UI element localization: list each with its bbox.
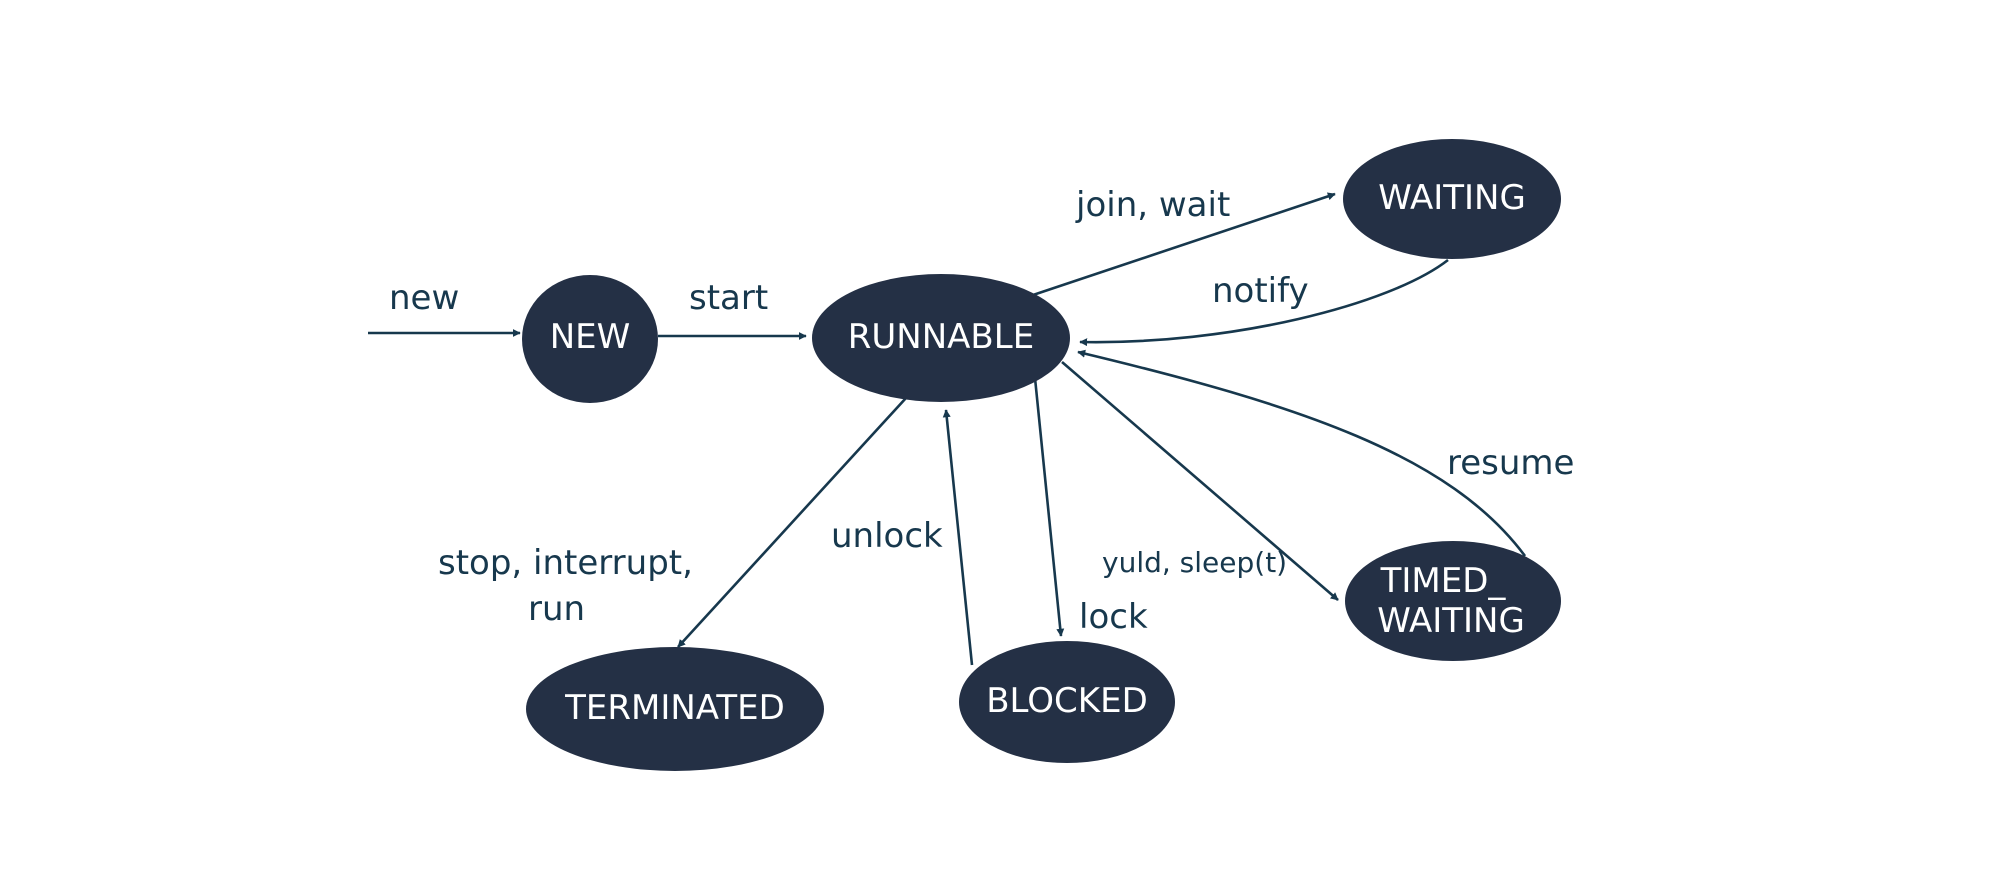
node-terminated: TERMINATED: [526, 647, 824, 771]
edge-terminate-arrow: [677, 397, 907, 648]
node-label-new: NEW: [550, 317, 631, 357]
node-runnable: RUNNABLE: [812, 274, 1070, 402]
node-label-timed-waiting-line2: WAITING: [1377, 601, 1525, 641]
edge-label-yield-sleep: yuld, sleep(t): [1102, 546, 1287, 579]
edges: [368, 192, 1527, 666]
node-waiting: WAITING: [1343, 139, 1561, 259]
edge-yield-sleep-arrow: [1061, 361, 1339, 601]
node-label-timed-waiting-line1: TIMED_: [1380, 561, 1507, 601]
edge-label-start: start: [689, 278, 768, 318]
node-label-waiting: WAITING: [1378, 178, 1526, 218]
node-new: NEW: [522, 275, 658, 403]
edge-join-wait-arrow: [1029, 192, 1336, 298]
edge-label-stop-line1: stop, interrupt,: [438, 543, 693, 583]
edge-label-join-wait: join, wait: [1075, 185, 1230, 225]
node-blocked: BLOCKED: [959, 641, 1175, 763]
node-label-blocked: BLOCKED: [986, 681, 1148, 721]
edge-label-stop-line2: run: [528, 589, 585, 629]
edge-label-new: new: [389, 278, 459, 318]
node-label-runnable: RUNNABLE: [848, 317, 1034, 357]
edge-label-notify: notify: [1212, 271, 1309, 311]
edge-label-resume: resume: [1447, 443, 1574, 483]
edge-lock-arrow: [1033, 377, 1065, 637]
node-label-terminated: TERMINATED: [564, 688, 785, 728]
edge-unlock-arrow: [942, 409, 974, 666]
edge-notify-arrow: [1079, 258, 1449, 347]
node-timed-waiting: TIMED_ WAITING: [1345, 541, 1561, 661]
edge-label-lock: lock: [1079, 597, 1148, 637]
edge-label-unlock: unlock: [831, 516, 943, 556]
edge-resume-arrow: [1077, 349, 1527, 557]
